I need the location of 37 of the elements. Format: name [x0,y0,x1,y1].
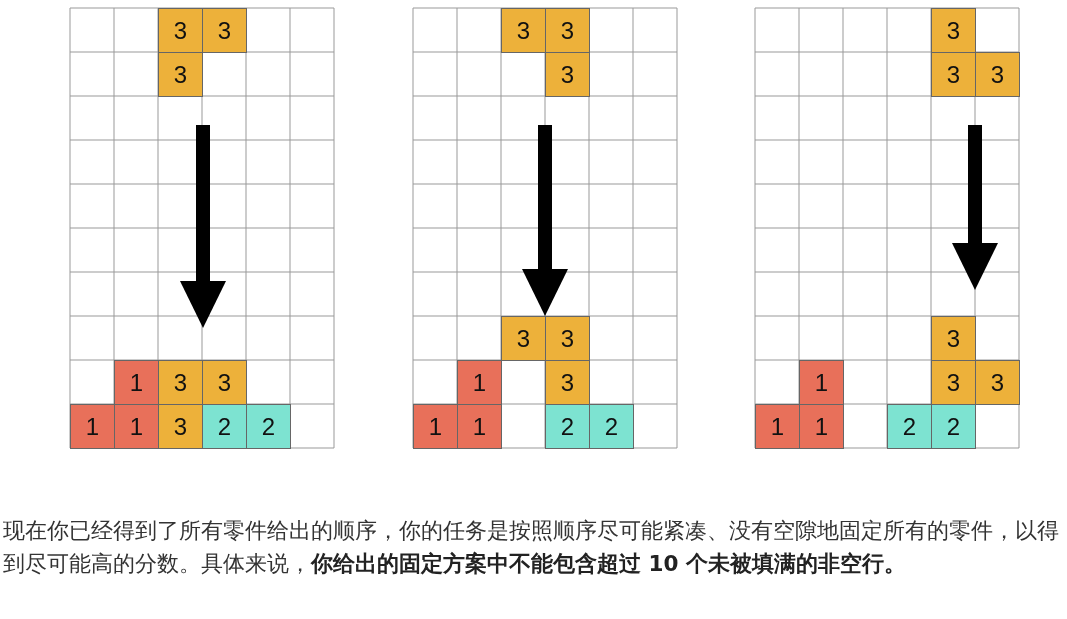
numbered-block: 3 [202,360,247,405]
arrow [522,125,568,316]
numbered-block: 3 [931,316,976,361]
numbered-block: 1 [799,360,844,405]
numbered-block: 3 [931,52,976,97]
numbered-block: 3 [931,360,976,405]
numbered-block: 1 [70,404,115,449]
numbered-block: 3 [158,8,203,53]
numbered-block: 1 [114,360,159,405]
numbered-block: 3 [975,52,1020,97]
numbered-block: 2 [545,404,590,449]
numbered-block: 3 [158,52,203,97]
arrow [180,125,226,328]
numbered-block: 3 [158,360,203,405]
numbered-block: 3 [158,404,203,449]
numbered-block: 2 [887,404,932,449]
numbered-block: 1 [755,404,800,449]
numbered-block: 3 [931,8,976,53]
numbered-block: 1 [114,404,159,449]
numbered-block: 1 [457,360,502,405]
numbered-block: 1 [413,404,458,449]
numbered-block: 3 [545,316,590,361]
numbered-block: 2 [246,404,291,449]
numbered-block: 3 [545,52,590,97]
arrow [952,125,998,290]
numbered-block: 2 [589,404,634,449]
numbered-block: 3 [545,360,590,405]
numbered-block: 3 [545,8,590,53]
numbered-block: 2 [931,404,976,449]
description-paragraph: 现在你已经得到了所有零件给出的顺序，你的任务是按照顺序尽可能紧凑、没有空隙地固定所有的零件，以得到尽可能高的分数。具体来说，你给出的固定方案中不能包含超过 10 个未被填满的非空行。 [3,517,1060,578]
numbered-block: 3 [975,360,1020,405]
numbered-block: 1 [799,404,844,449]
numbered-block: 1 [457,404,502,449]
numbered-block: 3 [501,8,546,53]
numbered-block: 3 [501,316,546,361]
numbered-block: 2 [202,404,247,449]
numbered-block: 3 [202,8,247,53]
